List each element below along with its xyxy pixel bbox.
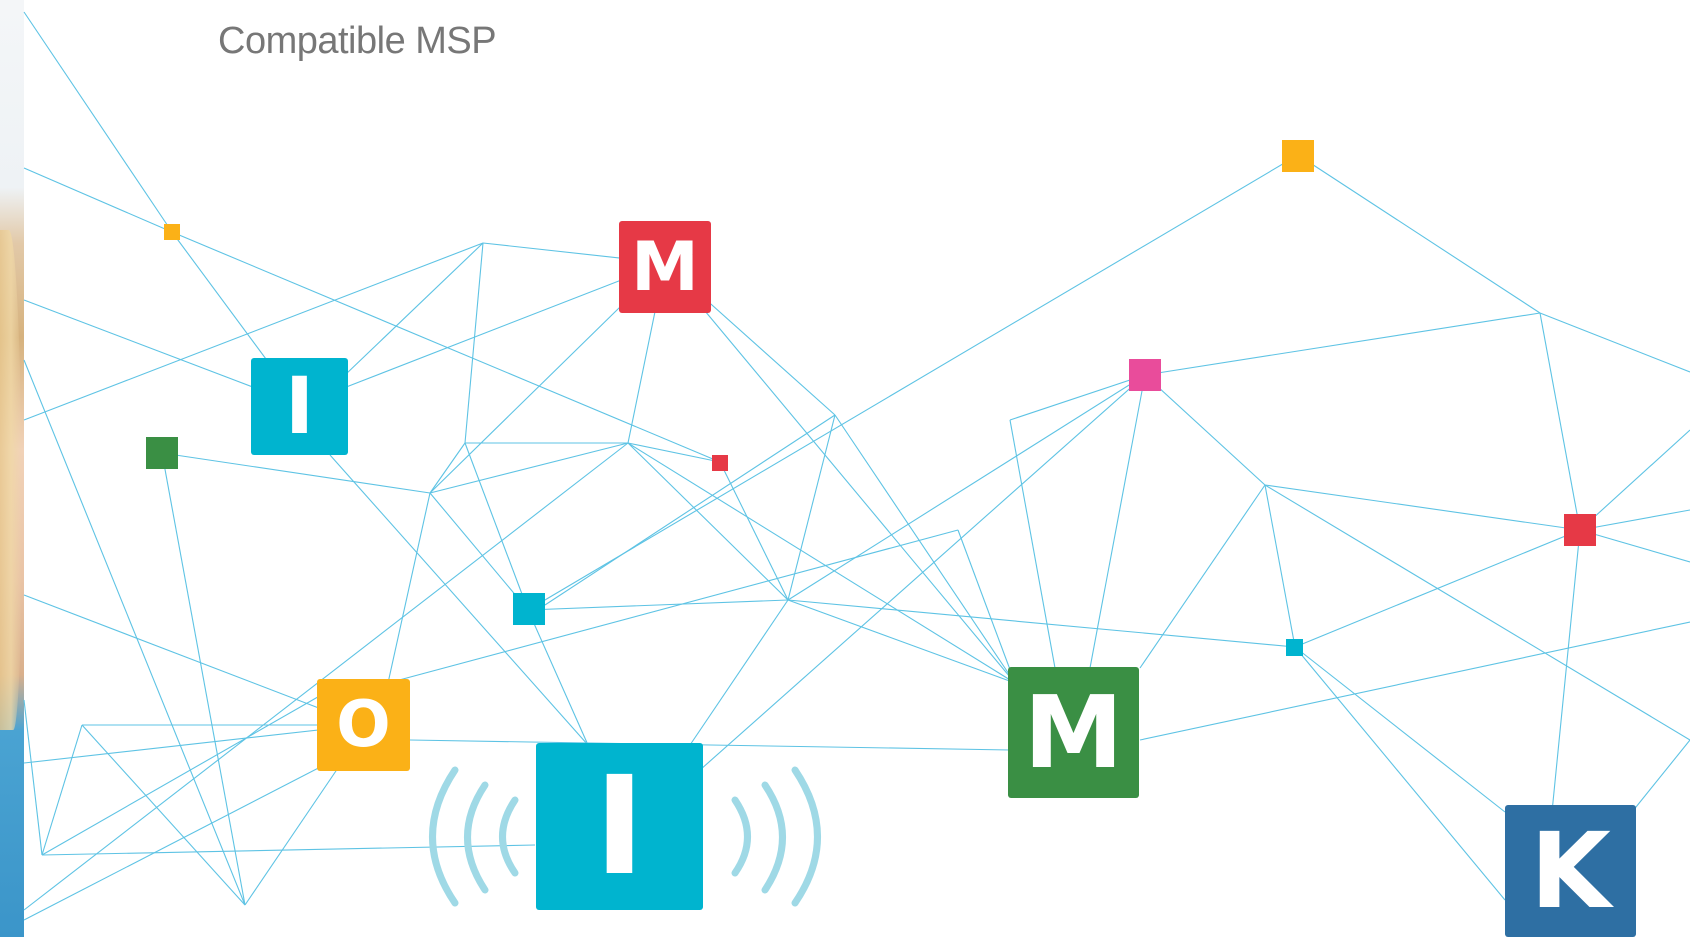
page-title: Compatible MSP xyxy=(218,20,497,62)
wireless-signal-icon xyxy=(429,766,821,907)
node-green-small xyxy=(146,437,178,469)
letter-tile-o: O xyxy=(317,679,410,771)
letter-tile-i-top: I xyxy=(251,358,348,455)
letter-tile-m-green: M xyxy=(1008,667,1139,798)
node-orange-small xyxy=(164,224,180,240)
node-cyan-small xyxy=(513,593,545,625)
node-red-right xyxy=(1564,514,1596,546)
letter-tile-m-top: M xyxy=(619,221,711,313)
letter-tile-i-main: I xyxy=(536,743,703,910)
node-magenta xyxy=(1129,359,1161,391)
woman-photo-edge xyxy=(0,0,24,937)
letter-tile-k: K xyxy=(1505,805,1636,937)
network-lines xyxy=(23,11,1690,921)
node-red-tiny xyxy=(712,455,728,471)
node-cyan-tiny xyxy=(1286,639,1303,656)
node-orange-top-right xyxy=(1282,140,1314,172)
hair-shape xyxy=(0,230,22,730)
